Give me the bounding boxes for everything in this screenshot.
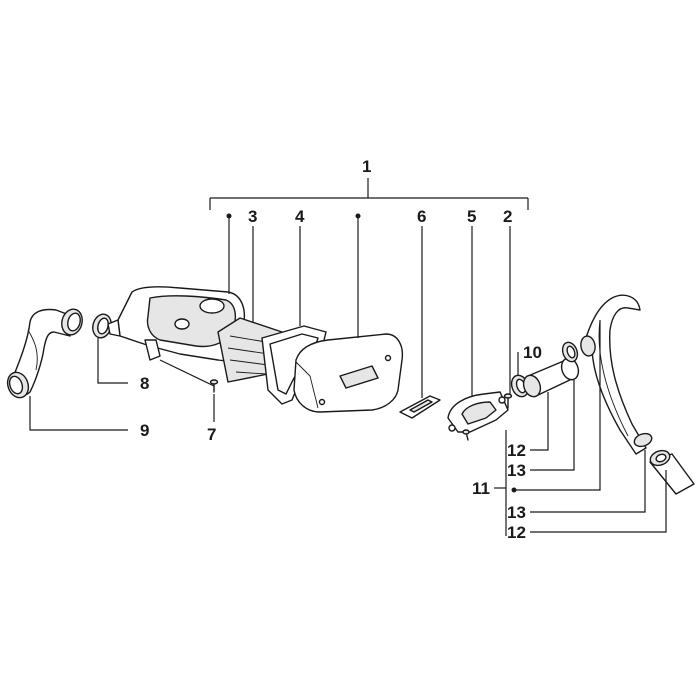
callout-9: 9: [140, 421, 149, 440]
callout-7: 7: [207, 425, 216, 444]
callout-3: 3: [248, 207, 257, 226]
callout-4: 4: [295, 207, 305, 226]
callout-13-b: 13: [507, 503, 526, 522]
callout-8: 8: [140, 374, 149, 393]
assembly-bracket: [209, 178, 529, 210]
cover-plate-icon: [399, 395, 441, 419]
air-box-icon: [107, 286, 246, 362]
intake-hose-icon: [6, 308, 83, 399]
callout-5: 5: [467, 207, 476, 226]
air-box-cover-icon: [293, 333, 404, 413]
callout-12-b: 12: [507, 523, 526, 542]
callout-2: 2: [503, 207, 512, 226]
leader-lines: [29, 213, 667, 536]
air-duct-icon: [580, 294, 695, 495]
flange-icon: [447, 391, 509, 433]
callout-6: 6: [417, 207, 426, 226]
callout-12-a: 12: [507, 441, 526, 460]
callout-13-a: 13: [507, 461, 526, 480]
callout-10: 10: [523, 343, 542, 362]
connector-sleeve-icon: [510, 341, 580, 398]
screw-icon: [209, 379, 513, 441]
callout-11: 11: [472, 479, 490, 498]
callout-1: 1: [362, 157, 371, 176]
callout-labels: 1 3 4 6 5 2 10 8 7 9 12 13 11 13 12: [140, 157, 542, 542]
